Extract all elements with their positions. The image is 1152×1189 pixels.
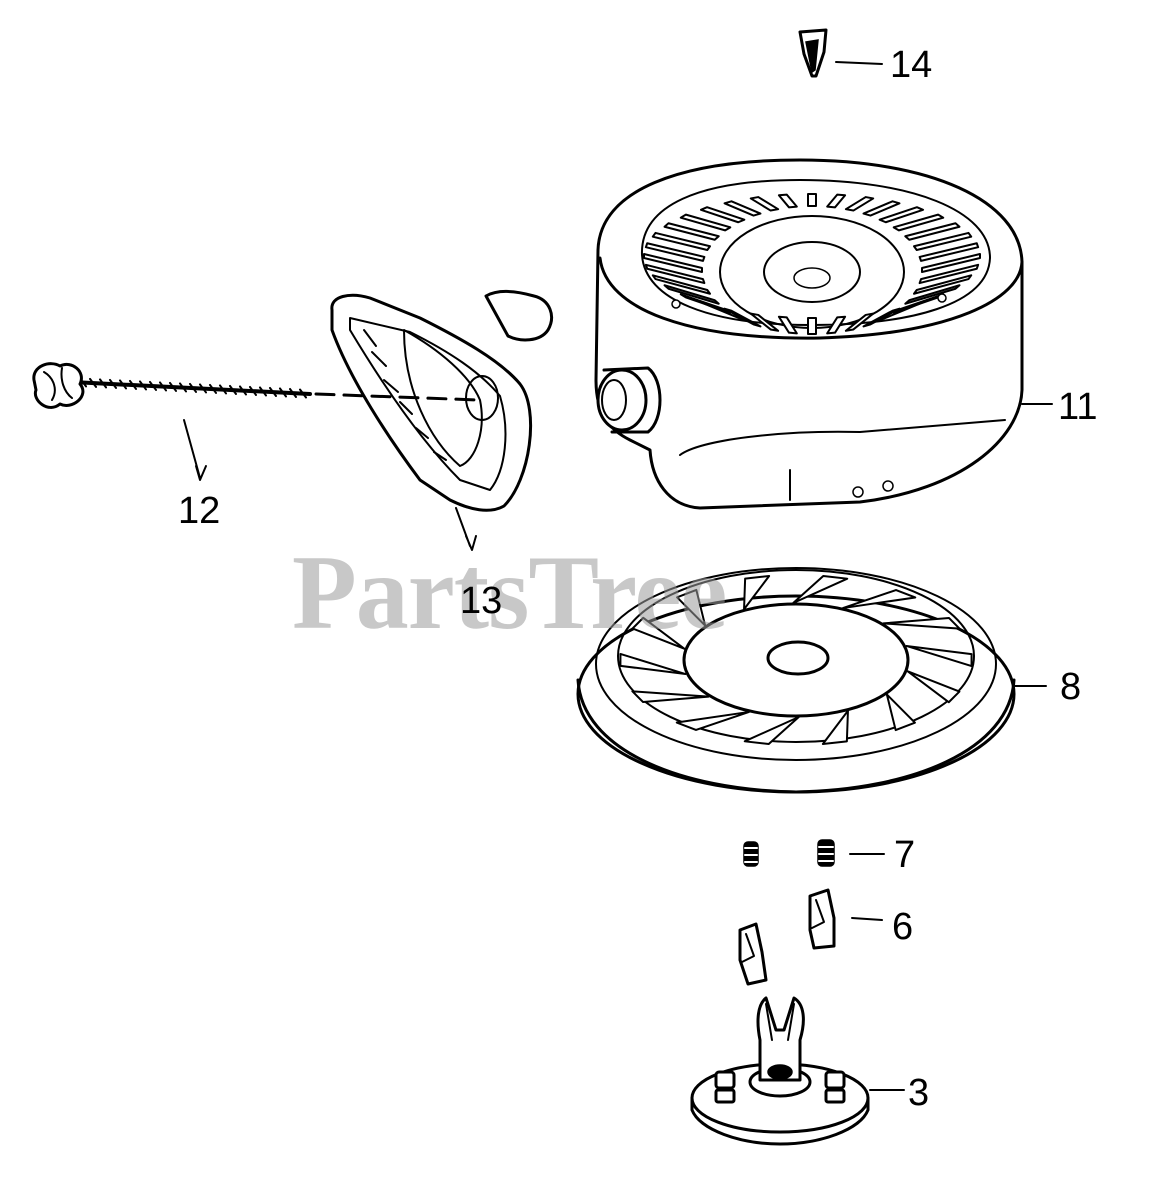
callout-7: 7 bbox=[894, 834, 916, 876]
watermark: PartsTree bbox=[292, 534, 727, 651]
callout-13: 13 bbox=[460, 580, 503, 622]
part-14-clip[interactable] bbox=[798, 28, 828, 78]
leader-13 bbox=[455, 507, 477, 551]
part-12-rope[interactable] bbox=[32, 362, 480, 409]
part-8-pulley[interactable] bbox=[576, 567, 1016, 794]
part-13-handle[interactable] bbox=[330, 289, 553, 512]
part-3-retainer[interactable] bbox=[690, 996, 870, 1146]
callout-12: 12 bbox=[178, 490, 221, 532]
leader-14 bbox=[835, 61, 883, 65]
leader-6 bbox=[851, 917, 883, 921]
part-7-springs[interactable] bbox=[743, 839, 835, 867]
callout-6: 6 bbox=[892, 906, 914, 948]
leader-12 bbox=[183, 419, 207, 481]
callout-14: 14 bbox=[890, 44, 933, 86]
callout-8: 8 bbox=[1060, 666, 1082, 708]
callout-11: 11 bbox=[1058, 386, 1098, 428]
part-6-pawls[interactable] bbox=[738, 888, 836, 986]
callout-3: 3 bbox=[908, 1072, 930, 1114]
part-11-housing[interactable] bbox=[594, 158, 1024, 510]
